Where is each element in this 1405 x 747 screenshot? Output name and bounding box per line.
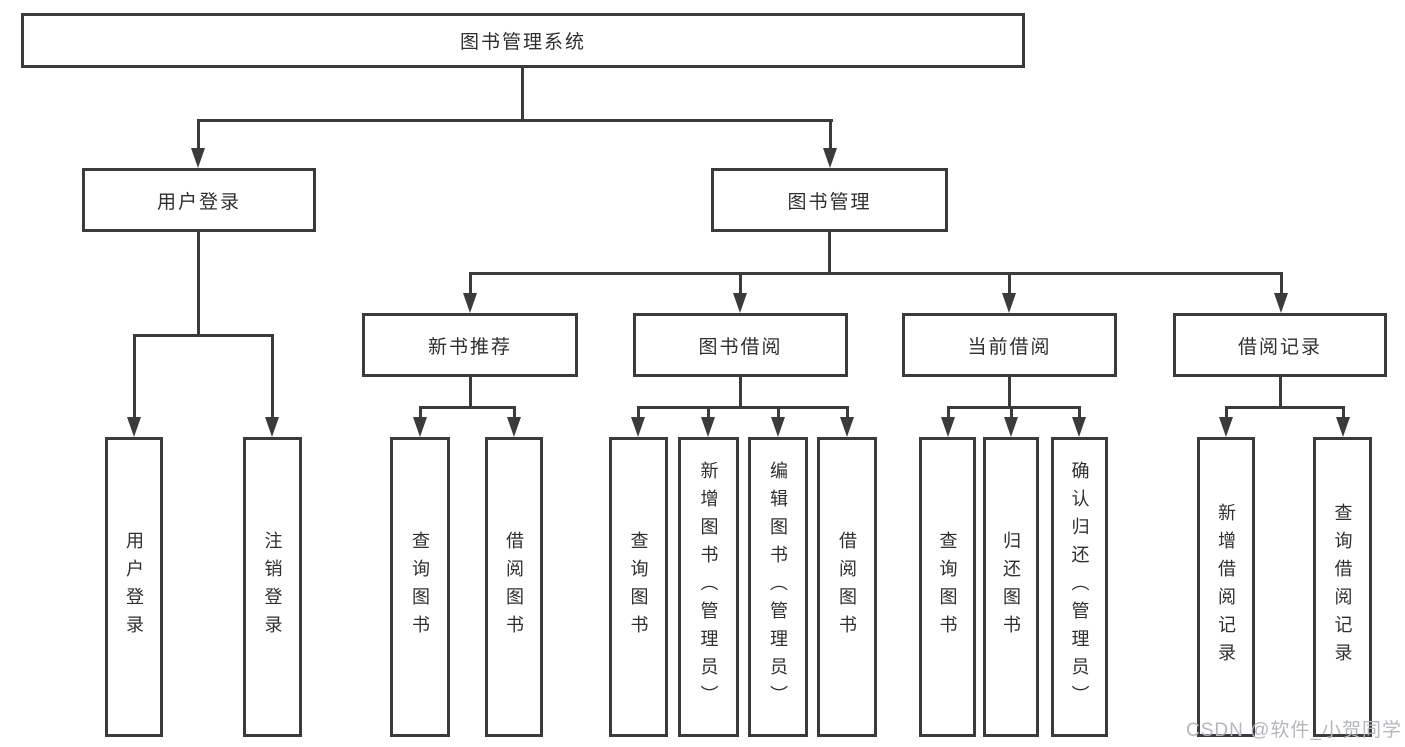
leaf-user-login-label: 用户登录 (124, 531, 144, 643)
connector-line (1008, 272, 1011, 295)
leaf-edit-book-admin-label: 编辑图书（管理员） (768, 461, 788, 713)
leaf-user-login: 用户登录 (105, 437, 163, 737)
connector-line (197, 119, 200, 150)
node-borrow-records: 借阅记录 (1173, 313, 1387, 377)
leaf-query-book-1: 查询图书 (390, 437, 450, 737)
connector-line (1280, 272, 1283, 295)
arrow-down-icon (701, 417, 715, 437)
leaf-confirm-return-admin: 确认归还（管理员） (1051, 437, 1108, 737)
connector-line (469, 272, 1283, 275)
arrow-down-icon (265, 417, 279, 437)
leaf-borrow-book-2: 借阅图书 (817, 437, 877, 737)
arrow-down-icon (507, 417, 521, 437)
arrow-down-icon (1219, 417, 1233, 437)
node-root: 图书管理系统 (21, 13, 1025, 68)
connector-line (947, 406, 950, 419)
arrow-down-icon (127, 417, 141, 437)
arrow-down-icon (941, 417, 955, 437)
connector-line (1279, 377, 1282, 408)
leaf-add-book-admin-label: 新增图书（管理员） (698, 461, 719, 713)
connector-line (133, 334, 136, 419)
connector-line (197, 232, 200, 336)
connector-line (419, 406, 422, 419)
connector-line (947, 406, 1080, 409)
leaf-add-borrow-record: 新增借阅记录 (1197, 437, 1255, 737)
node-new-book-recommend: 新书推荐 (362, 313, 578, 377)
connector-line (707, 406, 710, 419)
leaf-query-book-1-label: 查询图书 (410, 531, 430, 643)
leaf-logout-label: 注销登录 (262, 531, 283, 643)
leaf-return-book-label: 归还图书 (1001, 531, 1021, 643)
leaf-query-book-3: 查询图书 (919, 437, 976, 737)
node-book-management-label: 图书管理 (787, 191, 872, 213)
connector-line (197, 119, 833, 122)
connector-line (469, 272, 472, 295)
node-current-borrow: 当前借阅 (902, 313, 1117, 377)
node-book-management: 图书管理 (711, 168, 948, 232)
arrow-down-icon (1274, 293, 1288, 313)
arrow-down-icon (840, 417, 854, 437)
arrow-down-icon (1004, 417, 1018, 437)
node-borrow-records-label: 借阅记录 (1237, 336, 1322, 358)
connector-line (829, 119, 832, 150)
leaf-add-borrow-record-label: 新增借阅记录 (1216, 503, 1236, 671)
node-user-login-label: 用户登录 (156, 191, 241, 213)
connector-line (513, 406, 516, 419)
leaf-borrow-book-2-label: 借阅图书 (837, 531, 857, 643)
connector-line (777, 406, 780, 419)
arrow-down-icon (823, 148, 837, 168)
connector-line (1008, 377, 1011, 408)
connector-line (469, 377, 472, 408)
arrow-down-icon (191, 148, 205, 168)
connector-line (637, 406, 640, 419)
leaf-borrow-book-1: 借阅图书 (485, 437, 543, 737)
connector-line (1225, 406, 1228, 419)
node-book-borrow-label: 图书借阅 (698, 336, 783, 358)
arrow-down-icon (413, 417, 427, 437)
connector-line (1078, 406, 1081, 419)
connector-line (271, 334, 274, 419)
arrow-down-icon (771, 417, 785, 437)
leaf-borrow-book-1-label: 借阅图书 (504, 531, 524, 643)
connector-line (1225, 406, 1344, 409)
connector-line (739, 272, 742, 295)
node-root-label: 图书管理系统 (459, 32, 586, 53)
connector-line (1010, 406, 1013, 419)
node-book-borrow: 图书借阅 (633, 313, 848, 377)
leaf-query-borrow-record: 查询借阅记录 (1313, 437, 1372, 737)
node-new-book-recommend-label: 新书推荐 (427, 336, 512, 358)
node-user-login: 用户登录 (82, 168, 316, 232)
connector-line (521, 68, 524, 121)
leaf-return-book: 归还图书 (983, 437, 1039, 737)
arrow-down-icon (1072, 417, 1086, 437)
watermark: CSDN @软件_小贺同学 (1186, 720, 1402, 741)
connector-line (637, 406, 848, 409)
connector-line (133, 334, 274, 337)
arrow-down-icon (1336, 417, 1350, 437)
arrow-down-icon (1002, 293, 1016, 313)
leaf-query-borrow-record-label: 查询借阅记录 (1332, 503, 1353, 671)
connector-line (828, 232, 831, 274)
leaf-edit-book-admin: 编辑图书（管理员） (748, 437, 808, 737)
leaf-confirm-return-admin-label: 确认归还（管理员） (1069, 461, 1090, 713)
connector-line (419, 406, 516, 409)
leaf-logout: 注销登录 (243, 437, 302, 737)
leaf-add-book-admin: 新增图书（管理员） (678, 437, 739, 737)
leaf-query-book-2: 查询图书 (609, 437, 668, 737)
connector-line (739, 377, 742, 408)
connector-line (846, 406, 849, 419)
arrow-down-icon (631, 417, 645, 437)
node-current-borrow-label: 当前借阅 (967, 336, 1052, 358)
arrow-down-icon (463, 293, 477, 313)
leaf-query-book-3-label: 查询图书 (937, 531, 958, 643)
connector-line (1342, 406, 1345, 419)
arrow-down-icon (733, 293, 747, 313)
leaf-query-book-2-label: 查询图书 (628, 531, 649, 643)
